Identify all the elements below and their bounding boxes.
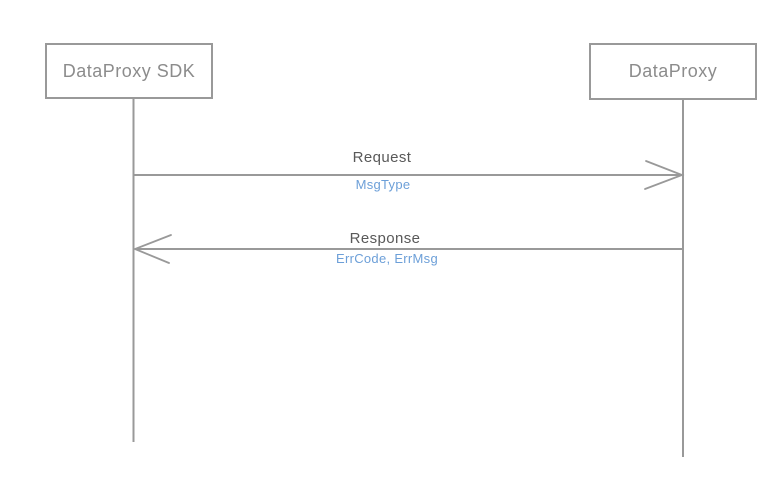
response-message-params: ErrCode, ErrMsg xyxy=(335,251,439,266)
request-arrowhead-icon xyxy=(644,160,685,190)
request-message-params: MsgType xyxy=(355,177,411,192)
actor-box-dataproxy-sdk: DataProxy SDK xyxy=(45,43,213,99)
actor-box-dataproxy: DataProxy xyxy=(589,43,757,100)
actor-label: DataProxy xyxy=(628,61,718,81)
actor-label: DataProxy SDK xyxy=(62,60,196,81)
response-arrowhead-icon xyxy=(132,234,172,264)
request-message-label: Request xyxy=(352,149,412,166)
response-message-label: Response xyxy=(349,230,421,247)
